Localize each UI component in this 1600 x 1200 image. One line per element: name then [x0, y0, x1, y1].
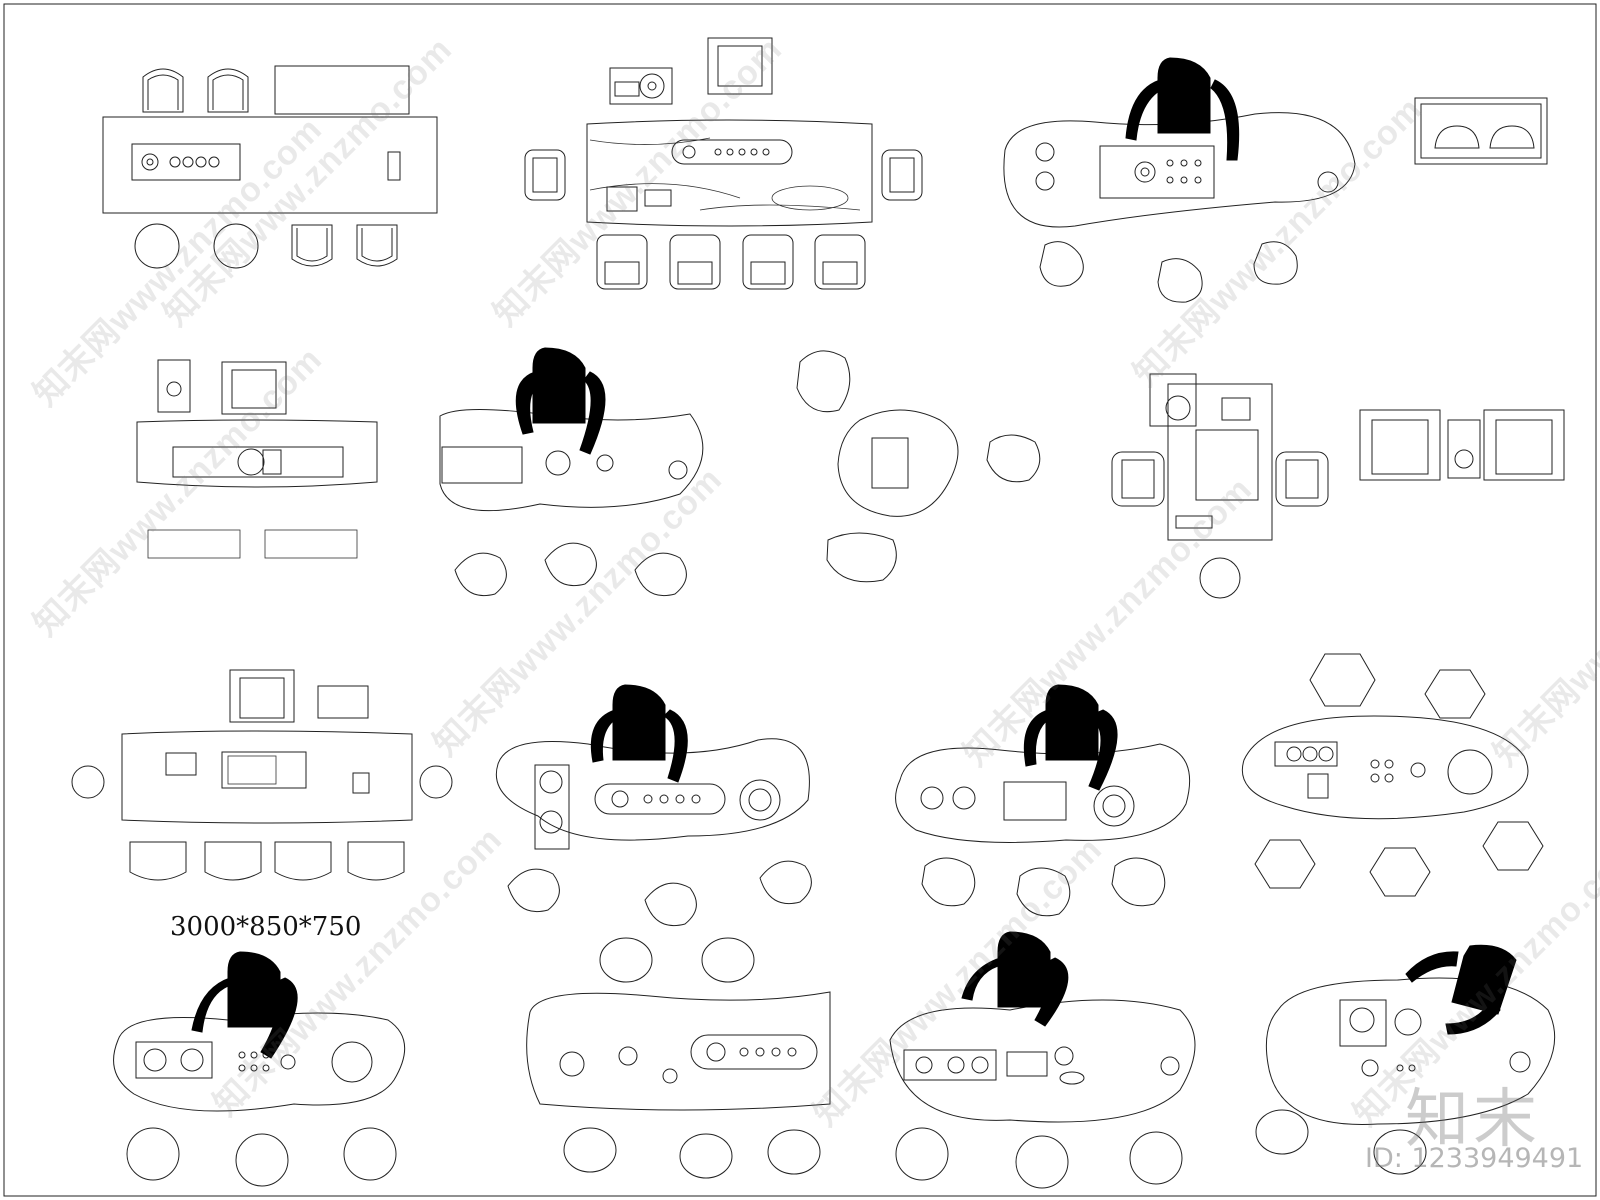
table-set-1-rectangular — [102, 65, 438, 269]
table-set-5-organic — [439, 347, 704, 596]
table-set-4-slab — [136, 359, 378, 559]
table-set-15-organic — [1255, 944, 1556, 1175]
table-top — [102, 116, 438, 214]
table-set-11-oval-hex — [1242, 653, 1544, 897]
asset-id-label: ID: 1233949491 — [1365, 1143, 1584, 1174]
table-set-14-organic — [889, 931, 1196, 1189]
table-set-8-long — [71, 669, 453, 881]
dimension-label: 3000*850*750 — [170, 912, 362, 942]
table-set-2-wood-slab — [524, 37, 923, 290]
table-set-9-organic — [496, 684, 812, 983]
table-set-7-rectangular — [1111, 373, 1565, 599]
table-set-6-rock — [796, 350, 1041, 583]
table-set-10-organic — [895, 684, 1191, 917]
table-set-3-organic — [1003, 57, 1548, 303]
table-set-12-organic — [113, 951, 406, 1187]
brand-logo: 知末 — [1405, 1083, 1541, 1157]
sheet-border — [3, 3, 1597, 1197]
table-set-13-organic — [526, 991, 831, 1179]
